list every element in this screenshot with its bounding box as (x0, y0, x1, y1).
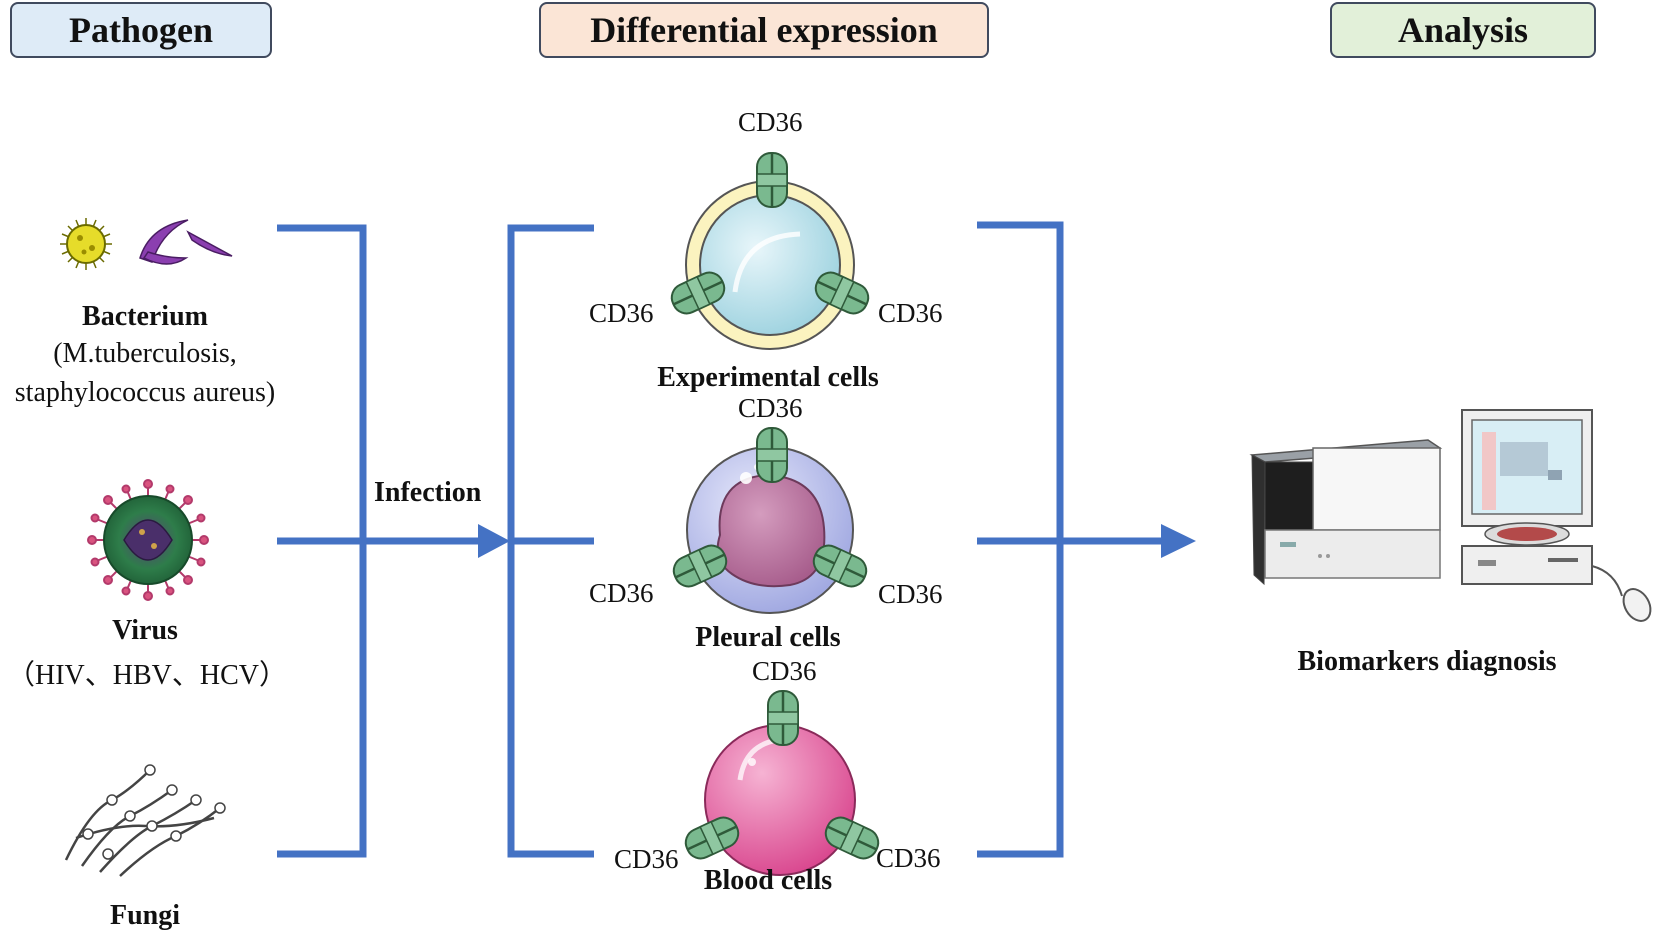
blood-cells-label: Blood cells (703, 865, 833, 896)
bacterium-bacillus-icon (139, 219, 233, 265)
cd36-label: CD36 (614, 844, 679, 874)
bacterium-name: Bacterium (82, 301, 208, 332)
computer-icon (1461, 409, 1652, 622)
experimental-cells-label: Experimental cells (657, 362, 879, 393)
fungi-icon (64, 764, 226, 877)
cd36-label: CD36 (589, 298, 654, 328)
cd36-label: CD36 (752, 656, 817, 686)
bacterium-coccus-icon (60, 218, 112, 270)
infection-arrow (363, 524, 510, 558)
infection-label: Infection (374, 477, 482, 508)
cd36-label: CD36 (589, 578, 654, 608)
cd36-label: CD36 (738, 393, 803, 423)
virus-detail: （HIV、HBV、HCV） (6, 660, 288, 691)
blood-cell-icon (704, 724, 856, 876)
pleural-cell-icon (686, 446, 854, 614)
bacterium-detail-line1: (M.tuberculosis, (53, 338, 237, 369)
fungi-name: Fungi (109, 900, 181, 931)
experimental-cell-icon (685, 180, 855, 350)
pathogen-bracket (277, 224, 367, 858)
biomarkers-diagnosis-label: Biomarkers diagnosis (1297, 646, 1557, 677)
cd36-label: CD36 (878, 579, 943, 609)
cd36-label: CD36 (876, 843, 941, 873)
cells-bracket (507, 224, 594, 858)
analyzer-instrument-icon (1249, 439, 1443, 586)
virus-name: Virus (112, 615, 178, 646)
cd36-label: CD36 (738, 107, 803, 137)
differential-expression-header: Differential expression (539, 2, 989, 58)
pleural-cells-label: Pleural cells (695, 622, 841, 653)
expression-bracket (977, 221, 1064, 858)
pathogen-header: Pathogen (10, 2, 272, 58)
bacterium-detail-line2: staphylococcus aureus) (14, 377, 276, 408)
virus-icon (87, 479, 209, 601)
analysis-header: Analysis (1330, 2, 1596, 58)
analysis-arrow (1060, 524, 1196, 558)
cd36-label: CD36 (878, 298, 943, 328)
